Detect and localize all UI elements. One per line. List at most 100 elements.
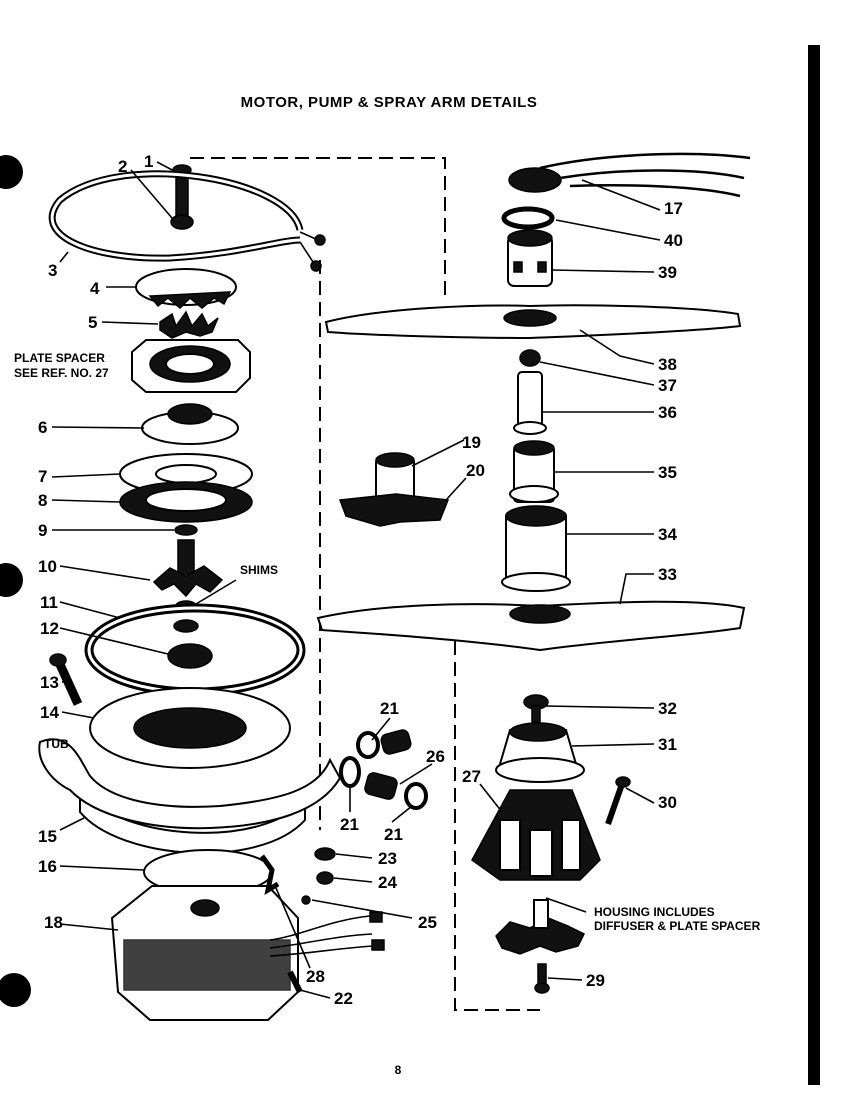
callout-31: 31 bbox=[658, 735, 677, 754]
impeller-vanes-part-10 bbox=[152, 565, 224, 598]
motor-wire-bundle bbox=[269, 915, 375, 957]
callout-14: 14 bbox=[40, 703, 59, 722]
callout-8: 8 bbox=[38, 491, 47, 510]
filter-sleeve-top-part-34 bbox=[505, 505, 567, 527]
spray-hub-top-part-39 bbox=[507, 229, 553, 247]
screw-part-22 bbox=[287, 970, 303, 994]
spray-tube-top-part-35 bbox=[513, 440, 555, 456]
callout-18: 18 bbox=[44, 913, 63, 932]
housing-flange-part-27 bbox=[495, 757, 585, 783]
callout-16: 16 bbox=[38, 857, 57, 876]
callout-36: 36 bbox=[658, 403, 677, 422]
callout-30: 30 bbox=[658, 793, 677, 812]
callout-21-left: 21 bbox=[340, 815, 359, 834]
scan-edge-bar bbox=[808, 45, 820, 1085]
clip-part-28 bbox=[259, 854, 280, 896]
callout-5: 5 bbox=[88, 313, 97, 332]
tub-note: TUB bbox=[44, 737, 69, 751]
pump-housing-top-part-31 bbox=[509, 722, 567, 742]
chopper-blade-part-5 bbox=[159, 310, 219, 339]
callout-40: 40 bbox=[664, 231, 683, 250]
callout-38: 38 bbox=[658, 355, 677, 374]
wire-connector-upper bbox=[369, 911, 383, 923]
lower-spray-arm-part-33 bbox=[316, 600, 746, 652]
callout-28: 28 bbox=[306, 967, 325, 986]
heater-element-inner-part-3 bbox=[50, 172, 302, 260]
spray-tube-collar-part-35 bbox=[509, 485, 559, 503]
clamp-part-21-left bbox=[339, 756, 361, 788]
housing-note-line2: DIFFUSER & PLATE SPACER bbox=[594, 919, 761, 933]
clamp-part-21-lower bbox=[404, 782, 428, 810]
motor-windings-part-18 bbox=[123, 939, 291, 991]
shim-lower bbox=[173, 619, 199, 633]
callout-1: 1 bbox=[144, 152, 153, 171]
callout-19: 19 bbox=[462, 433, 481, 452]
washer-part-9 bbox=[174, 524, 198, 536]
callout-32: 32 bbox=[658, 699, 677, 718]
leader-lines bbox=[51, 161, 661, 999]
grommet-part-23 bbox=[314, 847, 336, 861]
callout-26: 26 bbox=[426, 747, 445, 766]
bracket-part-20 bbox=[338, 493, 450, 527]
callout-27: 27 bbox=[462, 767, 481, 786]
plate-spacer-note-line1: PLATE SPACER bbox=[14, 351, 105, 365]
nut-part-2 bbox=[170, 214, 194, 230]
clamp-part-21-upper bbox=[356, 731, 380, 759]
screw-head-part-29 bbox=[534, 982, 550, 994]
pump-seal-part-12 bbox=[167, 643, 213, 669]
pump-plate-hole-part-8 bbox=[145, 488, 227, 512]
screw-part-30 bbox=[605, 783, 625, 825]
guide-line-right bbox=[454, 620, 540, 1011]
filter-sleeve-bottom-part-34 bbox=[501, 572, 571, 592]
nut-part-37 bbox=[519, 349, 541, 367]
seal-part-40 bbox=[501, 206, 555, 230]
callout-11: 11 bbox=[40, 593, 58, 612]
callout-21-lower: 21 bbox=[384, 825, 403, 844]
housing-vents-part-27 bbox=[499, 819, 581, 877]
cover-plate-ribs-part-4 bbox=[148, 291, 232, 310]
guide-line-left bbox=[190, 157, 446, 300]
callout-9: 9 bbox=[38, 521, 47, 540]
callout-7: 7 bbox=[38, 467, 47, 486]
screw-head-part-30 bbox=[615, 776, 631, 788]
lower-housing-part-15 bbox=[79, 787, 306, 855]
spray-hub-window-right bbox=[537, 261, 547, 273]
shims-note: SHIMS bbox=[240, 563, 278, 577]
housing-note-line1: HOUSING INCLUDES bbox=[594, 905, 715, 919]
spray-tube-part-36 bbox=[517, 371, 543, 427]
heater-terminal-lower bbox=[310, 260, 322, 272]
hose-part-26 bbox=[364, 772, 398, 800]
callout-34: 34 bbox=[658, 525, 677, 544]
callout-21-upper: 21 bbox=[380, 699, 399, 718]
callout-13: 13 bbox=[40, 673, 59, 692]
wire-connector-lower bbox=[371, 939, 385, 951]
heater-terminal-upper bbox=[314, 234, 326, 246]
callout-17: 17 bbox=[664, 199, 683, 218]
plate-spacer-note-line2: SEE REF. NO. 27 bbox=[14, 366, 109, 380]
callout-22: 22 bbox=[334, 989, 353, 1008]
callout-15: 15 bbox=[38, 827, 57, 846]
screw-part-24 bbox=[316, 871, 334, 885]
callout-23: 23 bbox=[378, 849, 397, 868]
callout-20: 20 bbox=[466, 461, 485, 480]
binder-hole-top bbox=[0, 155, 23, 189]
upper-spray-arm-hub bbox=[503, 309, 557, 327]
page-title: MOTOR, PUMP & SPRAY ARM DETAILS bbox=[241, 94, 538, 111]
pump-base-bore-part-14 bbox=[133, 707, 247, 749]
callout-37: 37 bbox=[658, 376, 677, 395]
page-number: 8 bbox=[395, 1063, 402, 1077]
screw-part-25 bbox=[301, 895, 311, 905]
spray-tube-base-part-36 bbox=[513, 421, 547, 435]
hose-upper bbox=[380, 729, 412, 755]
bolt-part-13 bbox=[53, 658, 83, 706]
screw-shank-part-32 bbox=[531, 705, 541, 723]
callout-4: 4 bbox=[90, 279, 100, 298]
callout-2: 2 bbox=[118, 157, 127, 176]
callout-3: 3 bbox=[48, 261, 57, 280]
tube-fitting-part-17 bbox=[508, 167, 562, 193]
diffuser-stem bbox=[533, 899, 549, 929]
callout-33: 33 bbox=[658, 565, 677, 584]
callout-6: 6 bbox=[38, 418, 47, 437]
motor-shaft-hub bbox=[190, 899, 220, 917]
